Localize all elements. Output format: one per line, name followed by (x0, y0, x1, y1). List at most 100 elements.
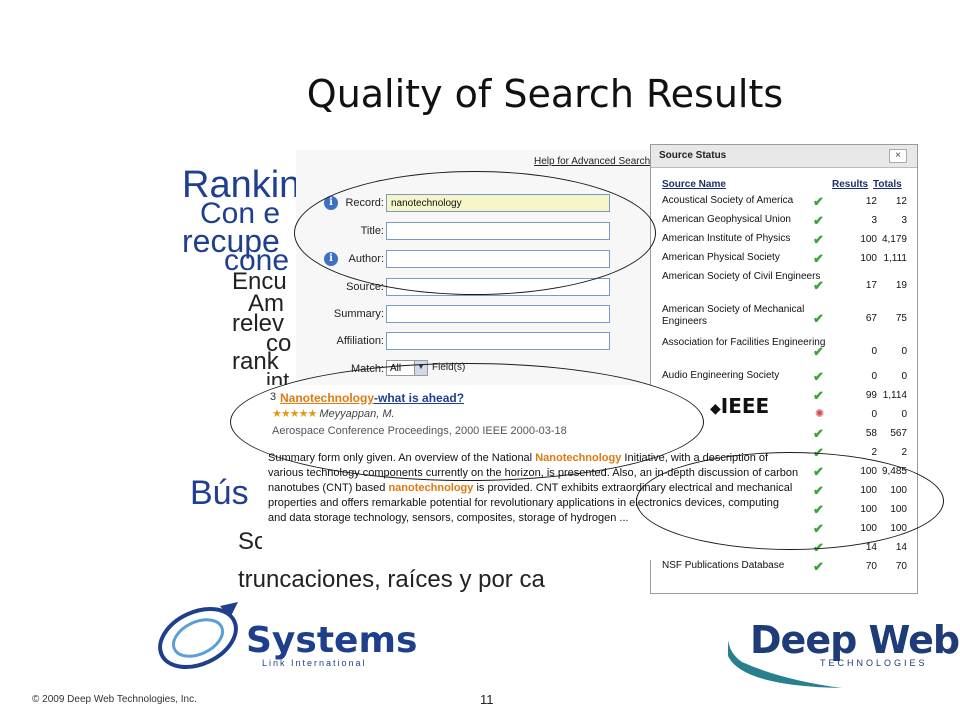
source-status-row: American Society of Civil Engineers✔ 17 19 (651, 271, 917, 304)
field-label: Summary: (333, 308, 384, 320)
col-header-source-name[interactable]: Source Name (662, 179, 726, 190)
deepweb-logo-text: Deep Web (750, 618, 960, 662)
source-results: 99 (865, 390, 877, 401)
source-totals: 75 (895, 313, 907, 324)
source-totals: 4,179 (881, 234, 907, 245)
bg-text-con: Con e (200, 197, 281, 230)
systems-globe-icon (158, 602, 238, 670)
source-results: 0 (871, 371, 877, 382)
source-totals: 567 (890, 428, 907, 439)
check-icon: ✔ (813, 194, 824, 209)
field-label: Affiliation: (336, 335, 385, 347)
source-status-header: Source Status × (651, 145, 917, 168)
source-name: American Geophysical Union (662, 214, 791, 225)
highlight-ellipse-sources (636, 452, 944, 550)
bg-text-bus: Bús (190, 474, 249, 512)
check-icon: ✔ (813, 213, 824, 228)
source-results: 2 (871, 447, 877, 458)
source-name: Acoustical Society of America (662, 195, 794, 206)
source-status-row: American Institute of Physics ✔ 100 4,179 (651, 232, 917, 252)
source-name: Audio Engineering Society (662, 370, 780, 381)
bg-text-co: co (266, 330, 292, 357)
bg-text-cone: cone (224, 244, 290, 277)
source-name: American Society of Mechanical Engineers (662, 304, 805, 327)
source-name: NSF Publications Database (662, 560, 785, 571)
summary-input[interactable] (386, 305, 610, 323)
source-totals: 1,111 (883, 253, 907, 264)
source-totals: 1,114 (882, 390, 907, 401)
bg-text-rank: rank (232, 348, 279, 375)
loading-spinner-icon: ✺ (815, 408, 825, 420)
source-name: Association for Facilities Engineering (662, 337, 826, 348)
source-name: American Institute of Physics (662, 233, 791, 244)
help-advanced-search-link[interactable]: Help for Advanced Search (534, 156, 651, 167)
check-icon: ✔ (813, 426, 824, 441)
source-results: 17 (865, 280, 877, 291)
systems-logo-subtitle: Link International (262, 658, 367, 668)
form-row-summary: Summary: (296, 305, 656, 327)
highlight-ellipse-form (294, 171, 656, 295)
slide-title: Quality of Search Results (306, 72, 784, 116)
source-results: 100 (860, 234, 877, 245)
source-results: 3 (871, 215, 877, 226)
close-icon[interactable]: × (889, 149, 907, 163)
form-row-affiliation: Affiliation: (296, 332, 656, 354)
ieee-logo-text: IEEE (720, 394, 770, 418)
ieee-diamond-icon: ◆ (710, 401, 721, 417)
deepweb-swoosh-icon (728, 640, 842, 688)
source-name: American Society of Civil Engineers (662, 271, 821, 282)
source-totals: 12 (895, 196, 907, 207)
bg-text-recupe: recupe (182, 223, 280, 259)
source-status-row: Acoustical Society of America ✔ 12 12 (651, 194, 917, 214)
summary-highlight: nanotechnology (388, 482, 474, 494)
source-totals: 2 (901, 447, 907, 458)
source-status-row: American Geophysical Union ✔ 3 3 (651, 213, 917, 233)
source-totals: 70 (895, 561, 907, 572)
check-icon: ✔ (813, 232, 824, 247)
source-status-row: ✔ 58 567 (651, 426, 917, 446)
source-totals: 3 (901, 215, 907, 226)
check-icon: ✔ (813, 344, 824, 359)
check-icon: ✔ (813, 251, 824, 266)
check-icon: ✔ (813, 369, 824, 384)
source-results: 70 (865, 561, 877, 572)
highlight-ellipse-result (230, 363, 704, 481)
source-status-row: ✺ 0 0 (651, 408, 917, 427)
source-totals: 14 (895, 542, 907, 553)
bg-text-truncaciones: truncaciones, raíces y por ca (238, 566, 545, 593)
col-header-totals[interactable]: Totals (873, 179, 902, 190)
page-number: 11 (480, 692, 494, 707)
affiliation-input[interactable] (386, 332, 610, 350)
source-status-row: Audio Engineering Society ✔ 0 0 (651, 369, 917, 389)
deepweb-logo-subtitle: TECHNOLOGIES (820, 658, 928, 668)
source-results: 58 (865, 428, 877, 439)
col-header-results[interactable]: Results (832, 179, 869, 190)
source-status-row: NSF Publications Database ✔ 70 70 (651, 559, 917, 579)
source-status-title: Source Status (659, 150, 727, 161)
source-status-row: American Society of Mechanical Engineers… (651, 304, 917, 337)
source-totals: 0 (901, 346, 907, 357)
source-results: 100 (860, 253, 877, 264)
check-icon: ✔ (813, 388, 824, 403)
source-status-row: Association for Facilities Engineering✔ 0… (651, 337, 917, 370)
bg-text-ranking: Rankin (182, 164, 301, 206)
check-icon: ✔ (813, 311, 824, 326)
check-icon: ✔ (813, 278, 824, 293)
source-status-row: American Physical Society ✔ 100 1,111 (651, 251, 917, 271)
source-totals: 19 (895, 280, 907, 291)
bg-text-am: Am (248, 290, 284, 317)
copyright-footer: © 2009 Deep Web Technologies, Inc. (32, 694, 197, 705)
source-name: American Physical Society (662, 252, 780, 263)
source-results: 14 (865, 542, 877, 553)
source-results: 67 (865, 313, 877, 324)
source-results: 0 (871, 409, 877, 420)
source-totals: 0 (901, 371, 907, 382)
check-icon: ✔ (813, 559, 824, 574)
source-results: 0 (871, 346, 877, 357)
bg-text-encu: Encu (232, 268, 287, 295)
ieee-logo: ◆IEEE (710, 394, 769, 418)
bg-text-relev: relev (232, 310, 285, 337)
systems-logo-text: Systems (246, 620, 418, 661)
source-results: 12 (865, 196, 877, 207)
source-totals: 0 (901, 409, 907, 420)
